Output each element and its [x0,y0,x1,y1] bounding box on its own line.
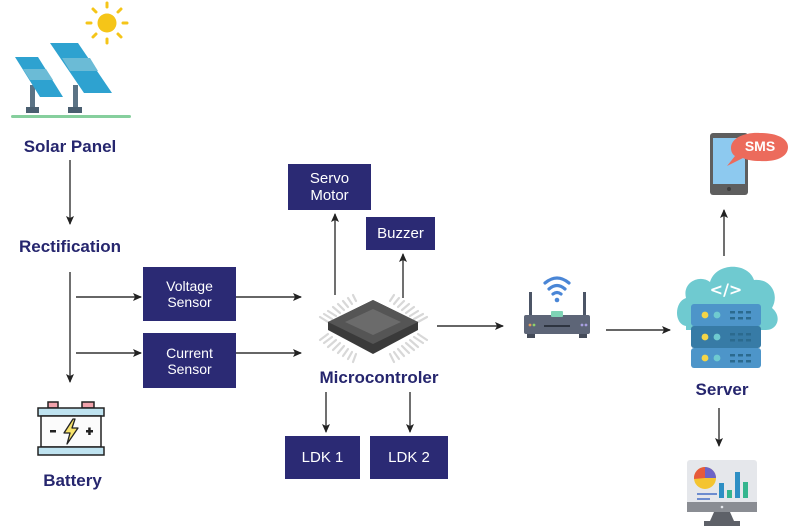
ldk2-label: LDK 2 [388,448,430,466]
microchip-icon [318,293,429,364]
solar-panel-icon [11,1,131,118]
current-sensor-line2: Sensor [167,360,212,377]
rectification-label: Rectification [18,237,122,256]
battery-label: Battery [43,471,102,490]
server-label: Server [695,380,749,399]
monitor-dashboard-icon [687,460,757,526]
battery-icon [37,401,105,456]
servo-motor-line2: Motor [310,187,349,204]
buzzer-label: Buzzer [377,224,424,242]
ldk1-label: LDK 1 [301,448,344,466]
solar-panel-label: Solar Panel [23,137,117,156]
code-icon: </> [710,280,743,299]
microcontroller-label: Microcontroler [319,368,439,387]
current-sensor-line1: Current [166,344,213,361]
pie-chart-icon [693,466,716,489]
cloud-server-icon: </> [677,266,778,368]
bar-chart-icon [719,472,748,498]
ldk2-box: LDK 2 [370,436,448,479]
smartphone-sms-icon: SMS [709,132,791,196]
smartphone-icon [710,132,788,195]
wifi-icon [543,276,571,296]
sun-icon [85,1,129,45]
sms-badge: SMS [744,138,776,154]
ldk1-box: LDK 1 [285,436,360,479]
servo-motor-line1: Servo [309,170,350,187]
buzzer-box: Buzzer [366,217,435,250]
voltage-sensor-line1: Voltage [166,278,213,294]
wifi-router-icon [524,276,590,338]
voltage-sensor-line2: Sensor [167,294,212,310]
